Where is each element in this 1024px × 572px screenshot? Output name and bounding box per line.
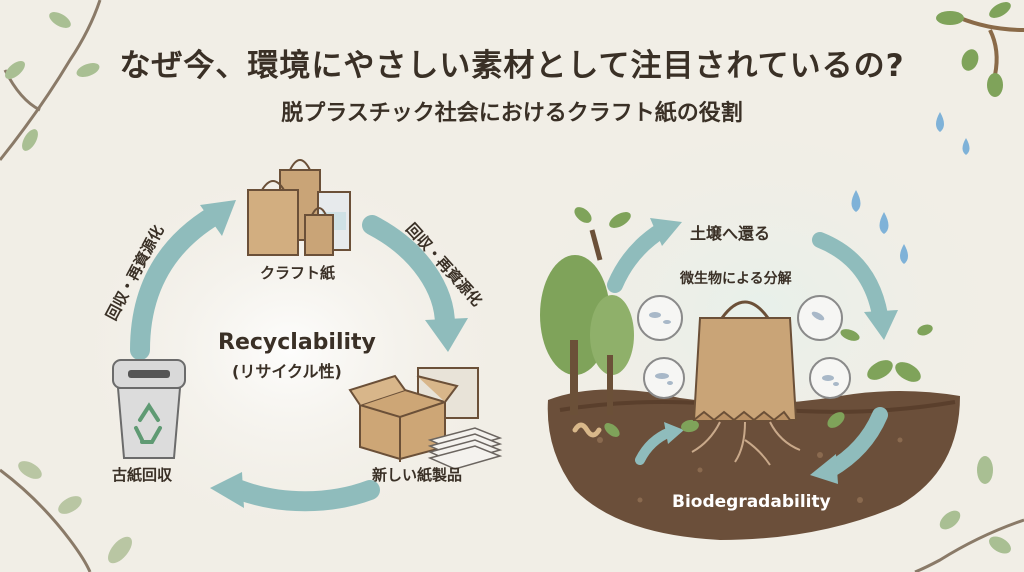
- paper-stack-icon: [427, 427, 503, 470]
- recycle-bin-icon: [112, 359, 186, 459]
- recyclability-subtitle: (リサイクル性): [232, 362, 342, 381]
- leaf-icon: [604, 324, 933, 437]
- page-title: なぜ今、環境にやさしい素材として注目されているの?: [119, 48, 905, 84]
- bio-arrow-right-down: [812, 232, 898, 340]
- node-collection: 古紙回収: [112, 466, 173, 484]
- label-return-to-soil: 土壌へ還る: [690, 224, 771, 243]
- tree-icon: [540, 255, 634, 415]
- bio-arrow-up-left: [607, 218, 682, 293]
- recycle-arrow-right: [362, 215, 468, 352]
- recycle-arrow-bottom: [210, 472, 380, 512]
- node-kraft-paper: クラフト紙: [260, 264, 336, 282]
- cardboard-box-icon: [348, 367, 479, 462]
- roots-icon: [691, 421, 801, 466]
- branch-top-right-icon: [959, 16, 1024, 76]
- branch-bottom-left-icon: [0, 468, 92, 572]
- worm-icon: [572, 422, 602, 438]
- recycle-arrow-top-left: [130, 200, 236, 360]
- water-drop-icon: [851, 112, 970, 264]
- biodegradability-label: Biodegradability: [672, 492, 831, 512]
- decomposing-bag-icon: [692, 300, 798, 422]
- page-subtitle: 脱プラスチック社会におけるクラフト紙の役割: [281, 101, 743, 126]
- sapling-icon: [574, 207, 631, 261]
- branch-bottom-right-icon: [914, 518, 1024, 572]
- kraft-bags-icon: [247, 159, 351, 256]
- bio-arrow-small-up: [635, 422, 684, 465]
- recyclability-title: Recyclability: [218, 330, 376, 355]
- node-new-products: 新しい紙製品: [372, 466, 463, 484]
- label-microbial-decomposition: 微生物による分解: [680, 271, 792, 287]
- bio-arrow-down-left: [810, 407, 888, 484]
